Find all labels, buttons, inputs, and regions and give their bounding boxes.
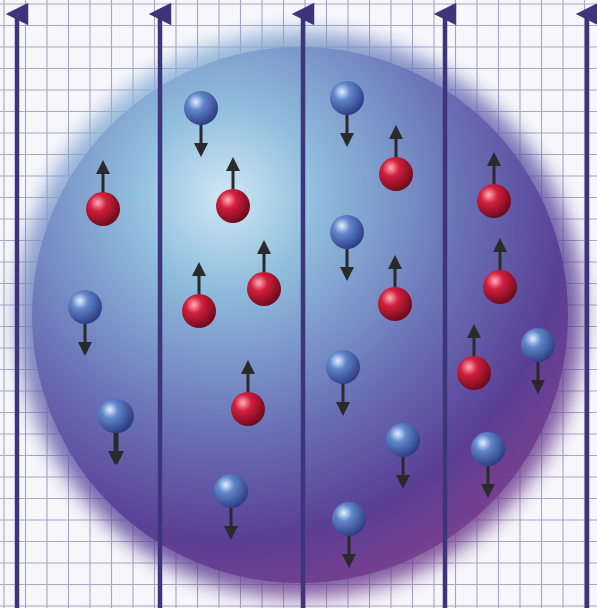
particle-ball <box>378 287 412 321</box>
spin-up-particle <box>483 238 517 304</box>
spin-down-particle <box>330 215 364 281</box>
spin-up-arrow-icon <box>467 324 481 358</box>
spin-down-arrow-icon <box>78 322 92 356</box>
particle-ball <box>477 184 511 218</box>
particle-ball <box>247 272 281 306</box>
particle-ball <box>184 91 218 125</box>
spin-down-arrow-icon <box>396 455 410 489</box>
spin-down-particle <box>184 91 218 157</box>
spin-down-particle <box>521 328 555 394</box>
spin-up-particle <box>86 160 120 226</box>
spin-down-particle <box>98 399 132 465</box>
particle-ball <box>330 215 364 249</box>
spin-down-arrow-icon <box>531 360 545 394</box>
spin-up-particle <box>247 240 281 306</box>
particles <box>68 81 555 568</box>
spin-up-arrow-icon <box>389 125 403 159</box>
spin-down-arrow-icon <box>224 506 238 540</box>
spin-down-arrow-icon <box>336 382 350 416</box>
spin-up-particle <box>379 125 413 191</box>
spin-down-particle <box>332 502 366 568</box>
spin-down-arrow-icon <box>340 113 354 147</box>
spin-up-arrow-icon <box>241 360 255 394</box>
sphere <box>17 32 583 598</box>
particle-ball <box>471 432 505 466</box>
particle-ball <box>326 350 360 384</box>
spin-down-arrow-icon <box>194 123 208 157</box>
particle-ball <box>214 474 248 508</box>
spin-down-particle <box>214 474 248 540</box>
particle-ball <box>379 157 413 191</box>
particle-ball <box>182 294 216 328</box>
particle-ball <box>330 81 364 115</box>
spin-up-particle <box>182 262 216 328</box>
spin-down-particle <box>326 350 360 416</box>
spin-up-particle <box>378 255 412 321</box>
particle-ball <box>521 328 555 362</box>
spin-down-arrow-icon <box>340 247 354 281</box>
spin-down-particle <box>68 290 102 356</box>
particle-ball <box>86 192 120 226</box>
spin-up-arrow-icon <box>226 157 240 191</box>
spin-up-arrow-icon <box>487 152 501 186</box>
particle-ball <box>231 392 265 426</box>
spin-down-arrow-icon <box>108 431 122 465</box>
spin-up-arrow-icon <box>96 160 110 194</box>
spin-up-arrow-icon <box>388 255 402 289</box>
particle-ball <box>98 399 132 433</box>
particle-ball <box>68 290 102 324</box>
spin-up-arrow-icon <box>192 262 206 296</box>
spin-down-particle <box>471 432 505 498</box>
spin-up-particle <box>216 157 250 223</box>
particle-ball <box>216 189 250 223</box>
spin-down-particle <box>330 81 364 147</box>
particle-ball <box>457 356 491 390</box>
spin-down-particle <box>386 423 420 489</box>
spin-up-arrow-icon <box>257 240 271 274</box>
spin-up-arrow-icon <box>493 238 507 272</box>
spin-up-particle <box>477 152 511 218</box>
spin-down-arrow-icon <box>342 534 356 568</box>
magnetic-field-lines <box>5 2 597 608</box>
spin-up-particle <box>457 324 491 390</box>
spin-down-arrow-icon <box>481 464 495 498</box>
particle-ball <box>332 502 366 536</box>
particle-ball <box>483 270 517 304</box>
particle-ball <box>386 423 420 457</box>
spin-up-particle <box>231 360 265 426</box>
